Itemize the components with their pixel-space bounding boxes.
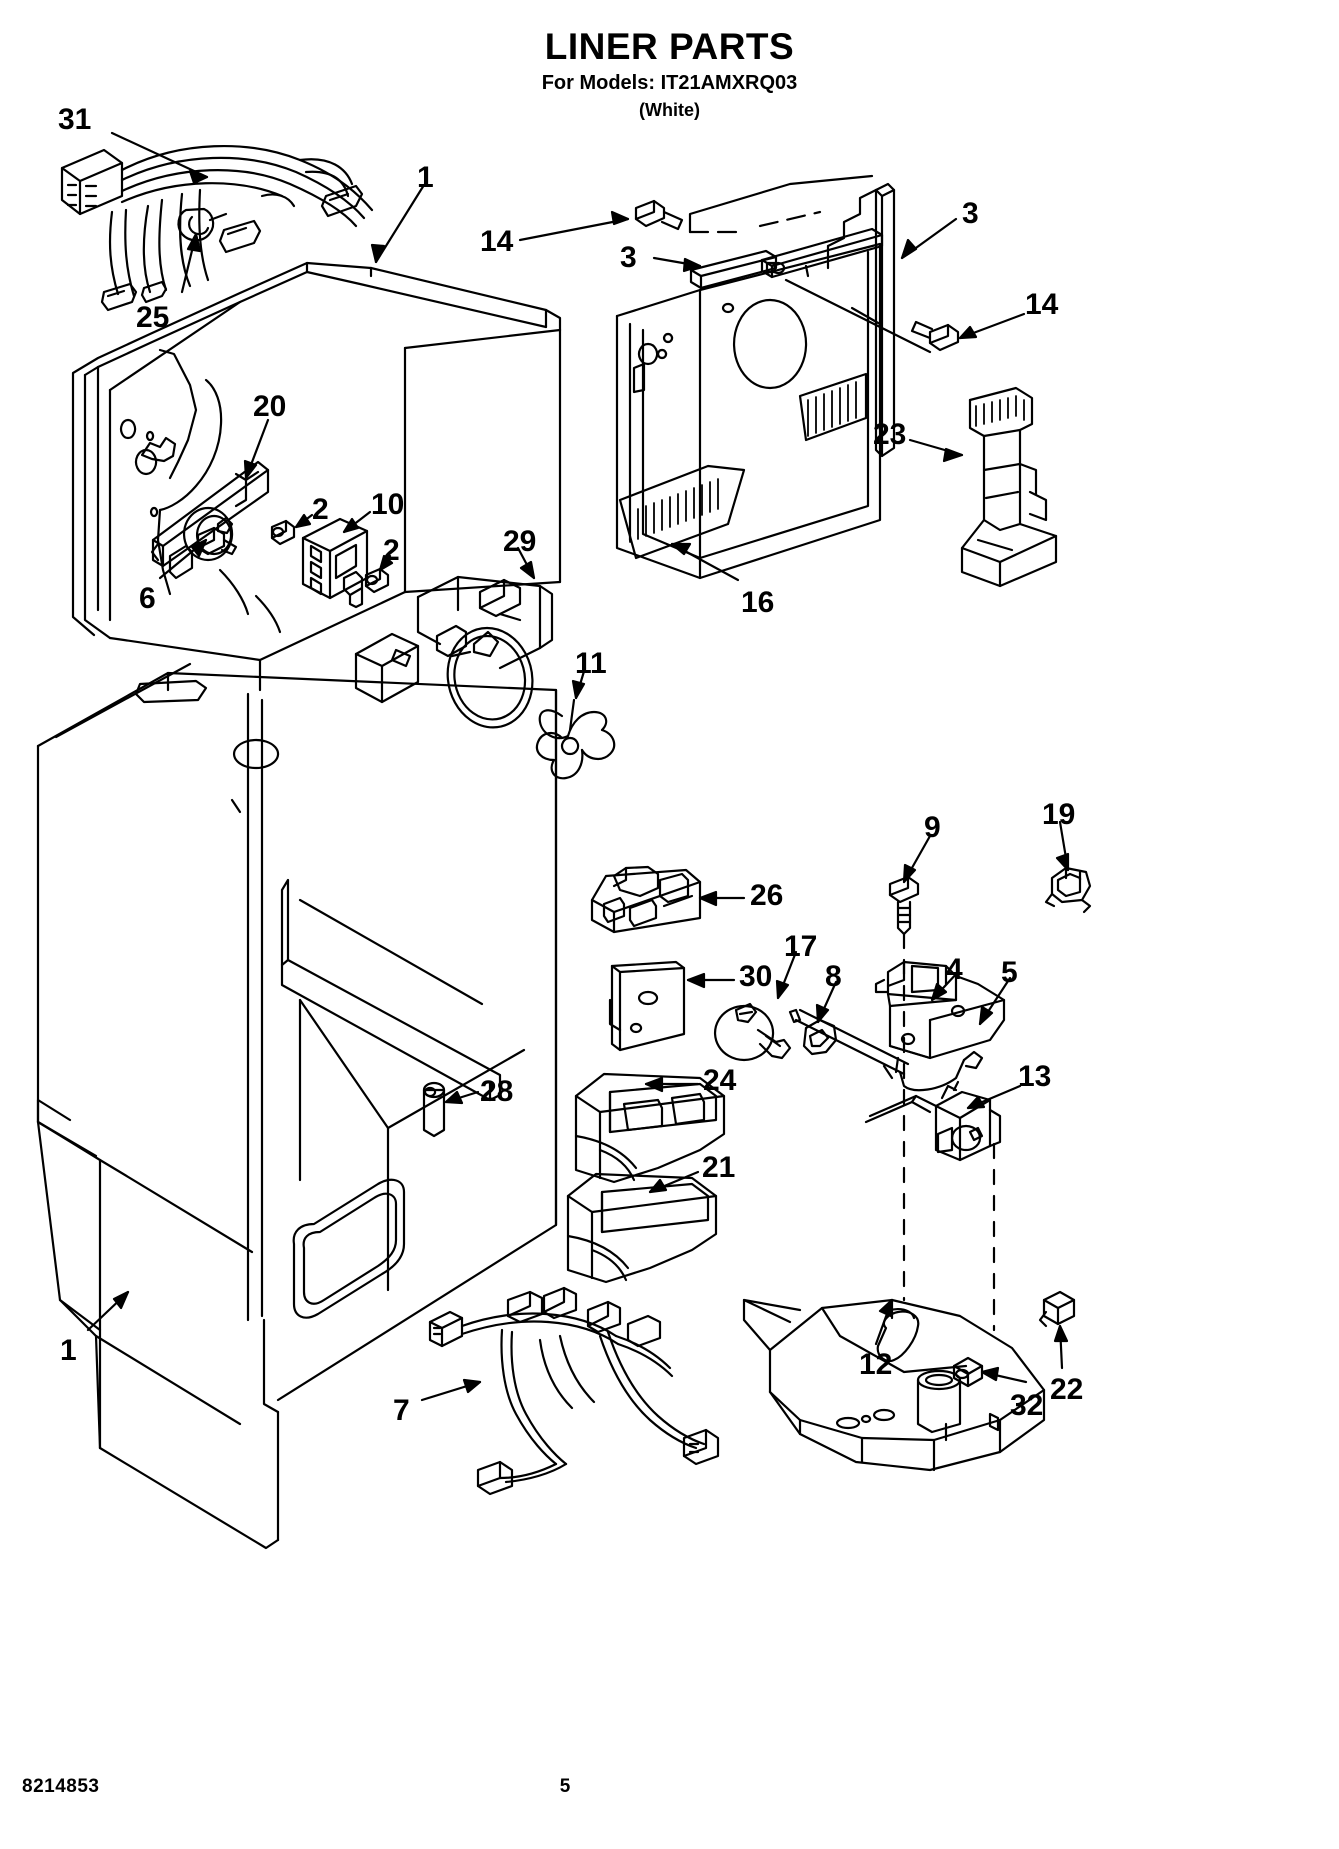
callout-29: 29 (503, 525, 537, 558)
damper-control-art (590, 865, 702, 934)
fan-shroud-art (354, 575, 616, 780)
callout-leaders (86, 131, 1070, 1402)
defrost-timer-art (864, 1080, 1002, 1332)
callout-8: 8 (825, 960, 842, 993)
callout-16: 16 (741, 586, 775, 619)
callout-22: 22 (1050, 1373, 1084, 1406)
liner-cabinet-lower-art (36, 662, 558, 1550)
drain-pan-art (742, 1290, 1076, 1472)
callout-7: 7 (393, 1394, 410, 1427)
drain-trough-art (788, 875, 1006, 1302)
wire-harness-upper-art (60, 144, 374, 312)
wire-clip-art (1044, 866, 1092, 914)
color-note: (White) (639, 100, 700, 120)
callout-17: 17 (784, 930, 818, 963)
callout-2-right: 2 (383, 534, 400, 567)
callout-24: 24 (703, 1064, 737, 1097)
thermostat-control-art (270, 517, 390, 609)
callout-28: 28 (480, 1075, 514, 1108)
callout-25: 25 (136, 301, 170, 334)
light-socket-bracket-art (150, 460, 270, 580)
callout-6: 6 (139, 582, 156, 615)
callout-21: 21 (702, 1151, 736, 1184)
callout-2-left: 2 (312, 493, 329, 526)
document-part-number: 8214853 (22, 1776, 100, 1797)
callout-14-top: 14 (480, 225, 514, 258)
callout-1-upper: 1 (417, 161, 434, 194)
light-bulb-art (713, 1002, 792, 1062)
callout-31: 31 (58, 103, 92, 136)
rear-liner-panel-art (615, 174, 960, 580)
crisper-rail-right-art (566, 1172, 718, 1284)
callout-20: 20 (253, 390, 287, 423)
page-title: LINER PARTS (544, 26, 795, 67)
cover-plate-art (608, 960, 686, 1052)
page-number: 5 (559, 1776, 571, 1797)
callout-4: 4 (946, 953, 963, 986)
wire-harness-lower-art (428, 1286, 720, 1496)
title-block: LINER PARTS For Models: IT21AMXRQ03 (Whi… (0, 26, 1339, 122)
callout-1-lower: 1 (60, 1334, 77, 1367)
callout-5: 5 (1001, 956, 1018, 989)
callout-30: 30 (739, 960, 773, 993)
callout-23: 23 (873, 418, 907, 451)
callout-19: 19 (1042, 798, 1076, 831)
callout-3-right: 3 (962, 197, 979, 230)
callout-26: 26 (750, 879, 784, 912)
callout-3-left: 3 (620, 241, 637, 274)
callout-32: 32 (1010, 1389, 1044, 1422)
callout-9: 9 (924, 811, 941, 844)
callout-14-right: 14 (1025, 288, 1059, 321)
liner-cabinet-upper-art (71, 261, 562, 692)
model-list: For Models: IT21AMXRQ03 (541, 72, 798, 94)
callout-13: 13 (1018, 1060, 1052, 1093)
air-duct-tower-art (960, 386, 1058, 588)
callout-11: 11 (575, 647, 607, 680)
callout-12: 12 (859, 1348, 893, 1381)
callout-10: 10 (371, 488, 405, 521)
